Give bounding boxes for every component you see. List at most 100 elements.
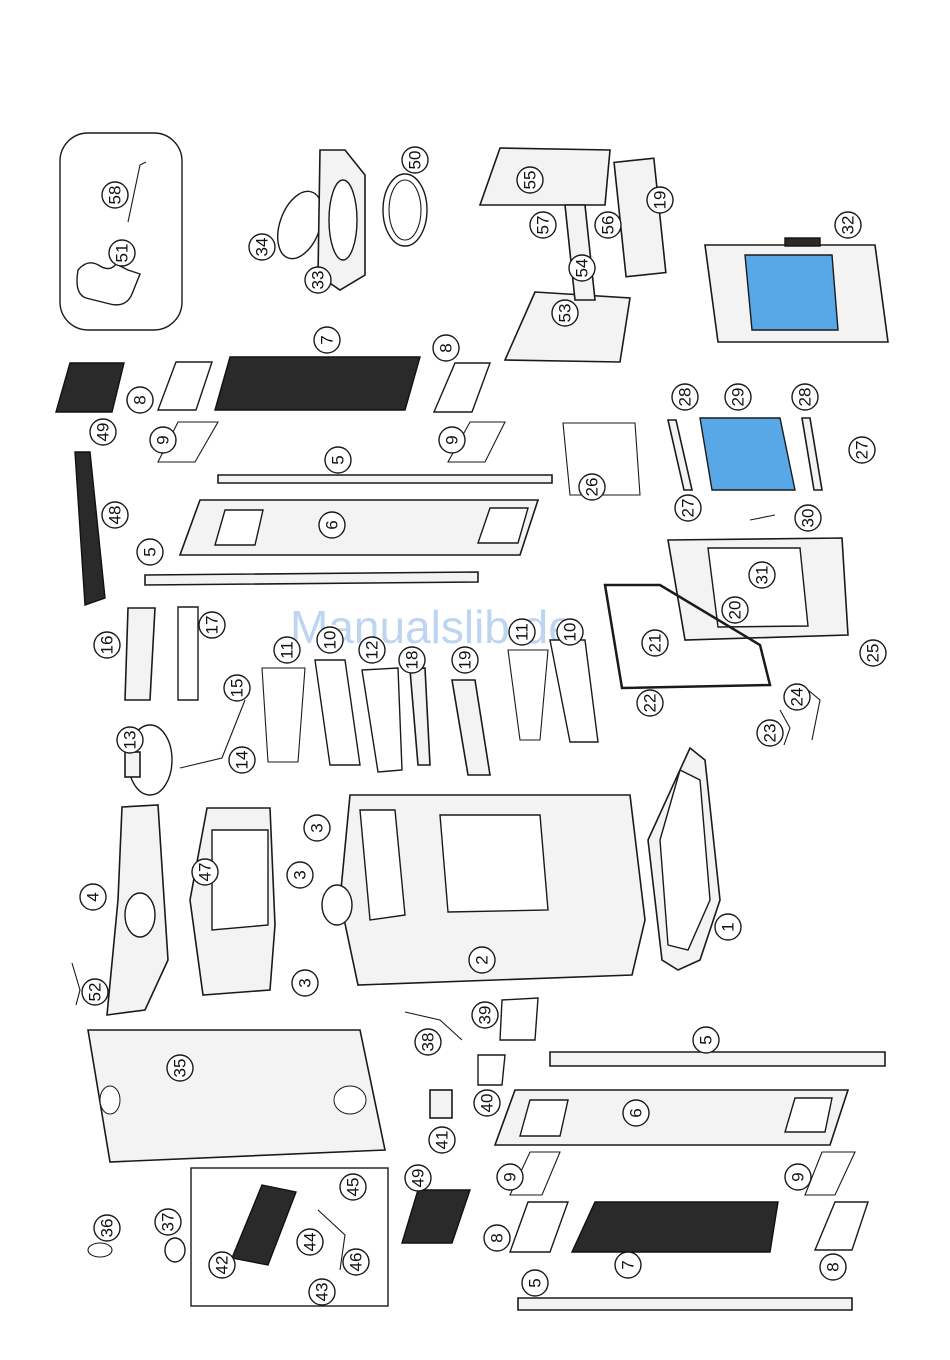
callout-9: 9 (497, 1164, 523, 1190)
callout-number: 39 (476, 1006, 495, 1025)
callout-number: 56 (599, 216, 618, 235)
rod-52 (72, 963, 80, 1005)
callout-14: 14 (229, 747, 255, 773)
callout-42: 42 (209, 1252, 235, 1278)
panel-6-top (180, 500, 538, 555)
callout-number: 57 (534, 216, 553, 235)
rail-5-top (218, 475, 552, 483)
callout-number: 20 (726, 601, 745, 620)
callout-10: 10 (557, 619, 583, 645)
callout-number: 3 (296, 978, 315, 987)
callout-9: 9 (439, 427, 465, 453)
callout-9: 9 (785, 1164, 811, 1190)
callout-number: 53 (556, 304, 575, 323)
callout-11: 11 (274, 637, 300, 663)
callout-number: 43 (313, 1283, 332, 1302)
callout-2: 2 (469, 947, 495, 973)
callout-number: 15 (228, 679, 247, 698)
callout-number: 5 (141, 547, 160, 556)
callout-number: 41 (433, 1131, 452, 1150)
callout-31: 31 (749, 562, 775, 588)
callout-48: 48 (102, 502, 128, 528)
callout-number: 36 (98, 1219, 117, 1238)
callout-57: 57 (530, 212, 556, 238)
callout-number: 48 (106, 506, 125, 525)
callout-number: 2 (473, 955, 492, 964)
callout-number: 37 (159, 1213, 178, 1232)
callout-number: 10 (561, 623, 580, 642)
callout-34: 34 (249, 234, 275, 260)
callout-number: 5 (697, 1035, 716, 1044)
callout-number: 10 (321, 631, 340, 650)
callout-number: 50 (406, 151, 425, 170)
callout-number: 7 (619, 1260, 638, 1269)
callout-36: 36 (94, 1215, 120, 1241)
callout-number: 33 (309, 271, 328, 290)
callout-20: 20 (722, 597, 748, 623)
callout-number: 24 (788, 688, 807, 707)
callout-number: 40 (478, 1094, 497, 1113)
callout-number: 9 (501, 1172, 520, 1181)
callout-5: 5 (137, 539, 163, 565)
callout-16: 16 (94, 632, 120, 658)
callout-28: 28 (672, 384, 698, 410)
callout-number: 8 (824, 1262, 843, 1271)
callout-49: 49 (405, 1165, 431, 1191)
callout-number: 5 (329, 455, 348, 464)
callout-number: 51 (113, 244, 132, 263)
callout-21: 21 (642, 630, 668, 656)
callout-number: 29 (729, 388, 748, 407)
callout-number: 27 (679, 499, 698, 518)
callout-number: 11 (513, 623, 532, 641)
callout-32: 32 (835, 212, 861, 238)
callout-number: 26 (583, 478, 602, 497)
callout-6: 6 (623, 1100, 649, 1126)
callout-7: 7 (314, 327, 340, 353)
rail-5-bottom (518, 1298, 852, 1310)
callout-23: 23 (757, 720, 783, 746)
callout-39: 39 (472, 1002, 498, 1028)
callout-46: 46 (343, 1249, 369, 1275)
grid-49-lower (402, 1190, 470, 1243)
back-plate-4 (107, 805, 168, 1015)
callout-number: 49 (409, 1169, 428, 1188)
callout-number: 19 (651, 191, 670, 210)
callout-33: 33 (305, 267, 331, 293)
callout-number: 16 (98, 636, 117, 655)
callout-number: 58 (106, 186, 125, 205)
callout-49: 49 (90, 419, 116, 445)
rail-5-middle (145, 572, 478, 585)
callout-13: 13 (117, 727, 143, 753)
callout-55: 55 (517, 167, 543, 193)
callout-50: 50 (402, 147, 428, 173)
callout-number: 47 (196, 863, 215, 882)
callout-number: 28 (796, 388, 815, 407)
top-plate-assembly (480, 148, 666, 362)
callout-3: 3 (287, 862, 313, 888)
callout-43: 43 (309, 1279, 335, 1305)
callout-17: 17 (199, 612, 225, 638)
callout-40: 40 (474, 1090, 500, 1116)
callout-number: 7 (318, 335, 337, 344)
rail-5-lower (550, 1052, 885, 1066)
callout-15: 15 (224, 675, 250, 701)
callout-number: 46 (347, 1253, 366, 1272)
callout-number: 32 (839, 216, 858, 235)
callout-26: 26 (579, 474, 605, 500)
callout-19: 19 (452, 647, 478, 673)
callout-6: 6 (319, 512, 345, 538)
door-32 (705, 238, 888, 342)
callout-41: 41 (429, 1127, 455, 1153)
callout-5: 5 (522, 1270, 548, 1296)
callout-number: 18 (403, 651, 422, 670)
callout-number: 27 (853, 441, 872, 460)
callout-29: 29 (725, 384, 751, 410)
callout-number: 5 (526, 1278, 545, 1287)
door-frame-1 (648, 748, 720, 970)
callout-number: 49 (94, 423, 113, 442)
callout-22: 22 (637, 690, 663, 716)
callout-8: 8 (820, 1254, 846, 1280)
callout-number: 30 (799, 509, 818, 528)
callout-18: 18 (399, 647, 425, 673)
